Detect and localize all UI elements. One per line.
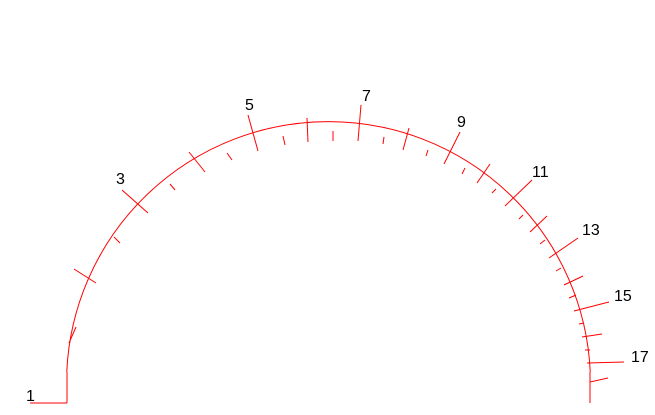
tick-mark [578, 322, 585, 325]
tick-mark [539, 239, 546, 245]
tick-mark [169, 183, 176, 191]
tick-mark [476, 163, 491, 184]
scale-label-5: 5 [245, 97, 254, 114]
tick-mark [425, 149, 429, 157]
tick-mark [306, 117, 309, 143]
tick-mark [529, 215, 548, 233]
scale-label-3: 3 [116, 171, 125, 188]
scale-label-7: 7 [362, 88, 371, 105]
tick-mark [568, 294, 577, 299]
scale-lines [30, 104, 625, 404]
tick-mark [443, 131, 461, 165]
scale-label-17: 17 [631, 349, 649, 366]
tick-mark [581, 333, 603, 338]
tick-mark [573, 301, 610, 312]
tick-mark [113, 236, 121, 244]
scale-label-9: 9 [457, 114, 466, 131]
tick-mark [188, 151, 206, 173]
scale-label-15: 15 [614, 288, 632, 305]
tick-mark [548, 237, 579, 259]
scale-label-1: 1 [26, 388, 35, 405]
tick-mark [357, 104, 362, 142]
tick-mark [402, 127, 410, 151]
tick-mark [589, 377, 609, 383]
tick-mark [247, 114, 259, 152]
tick-mark [563, 275, 584, 286]
tick-mark [68, 326, 77, 344]
tick-mark [461, 167, 466, 175]
scale-arc [66, 121, 591, 373]
scale-label-11: 11 [532, 164, 549, 181]
tick-mark [226, 152, 233, 161]
tick-mark [73, 268, 97, 284]
tick-mark [518, 214, 524, 220]
tick-mark [504, 179, 533, 207]
scale-label-13: 13 [582, 222, 600, 239]
tick-mark [121, 189, 149, 214]
tick-mark [586, 361, 625, 364]
tick-mark [382, 136, 385, 145]
tick-mark [282, 135, 286, 146]
tick-mark [555, 267, 562, 272]
tick-mark [491, 188, 497, 194]
